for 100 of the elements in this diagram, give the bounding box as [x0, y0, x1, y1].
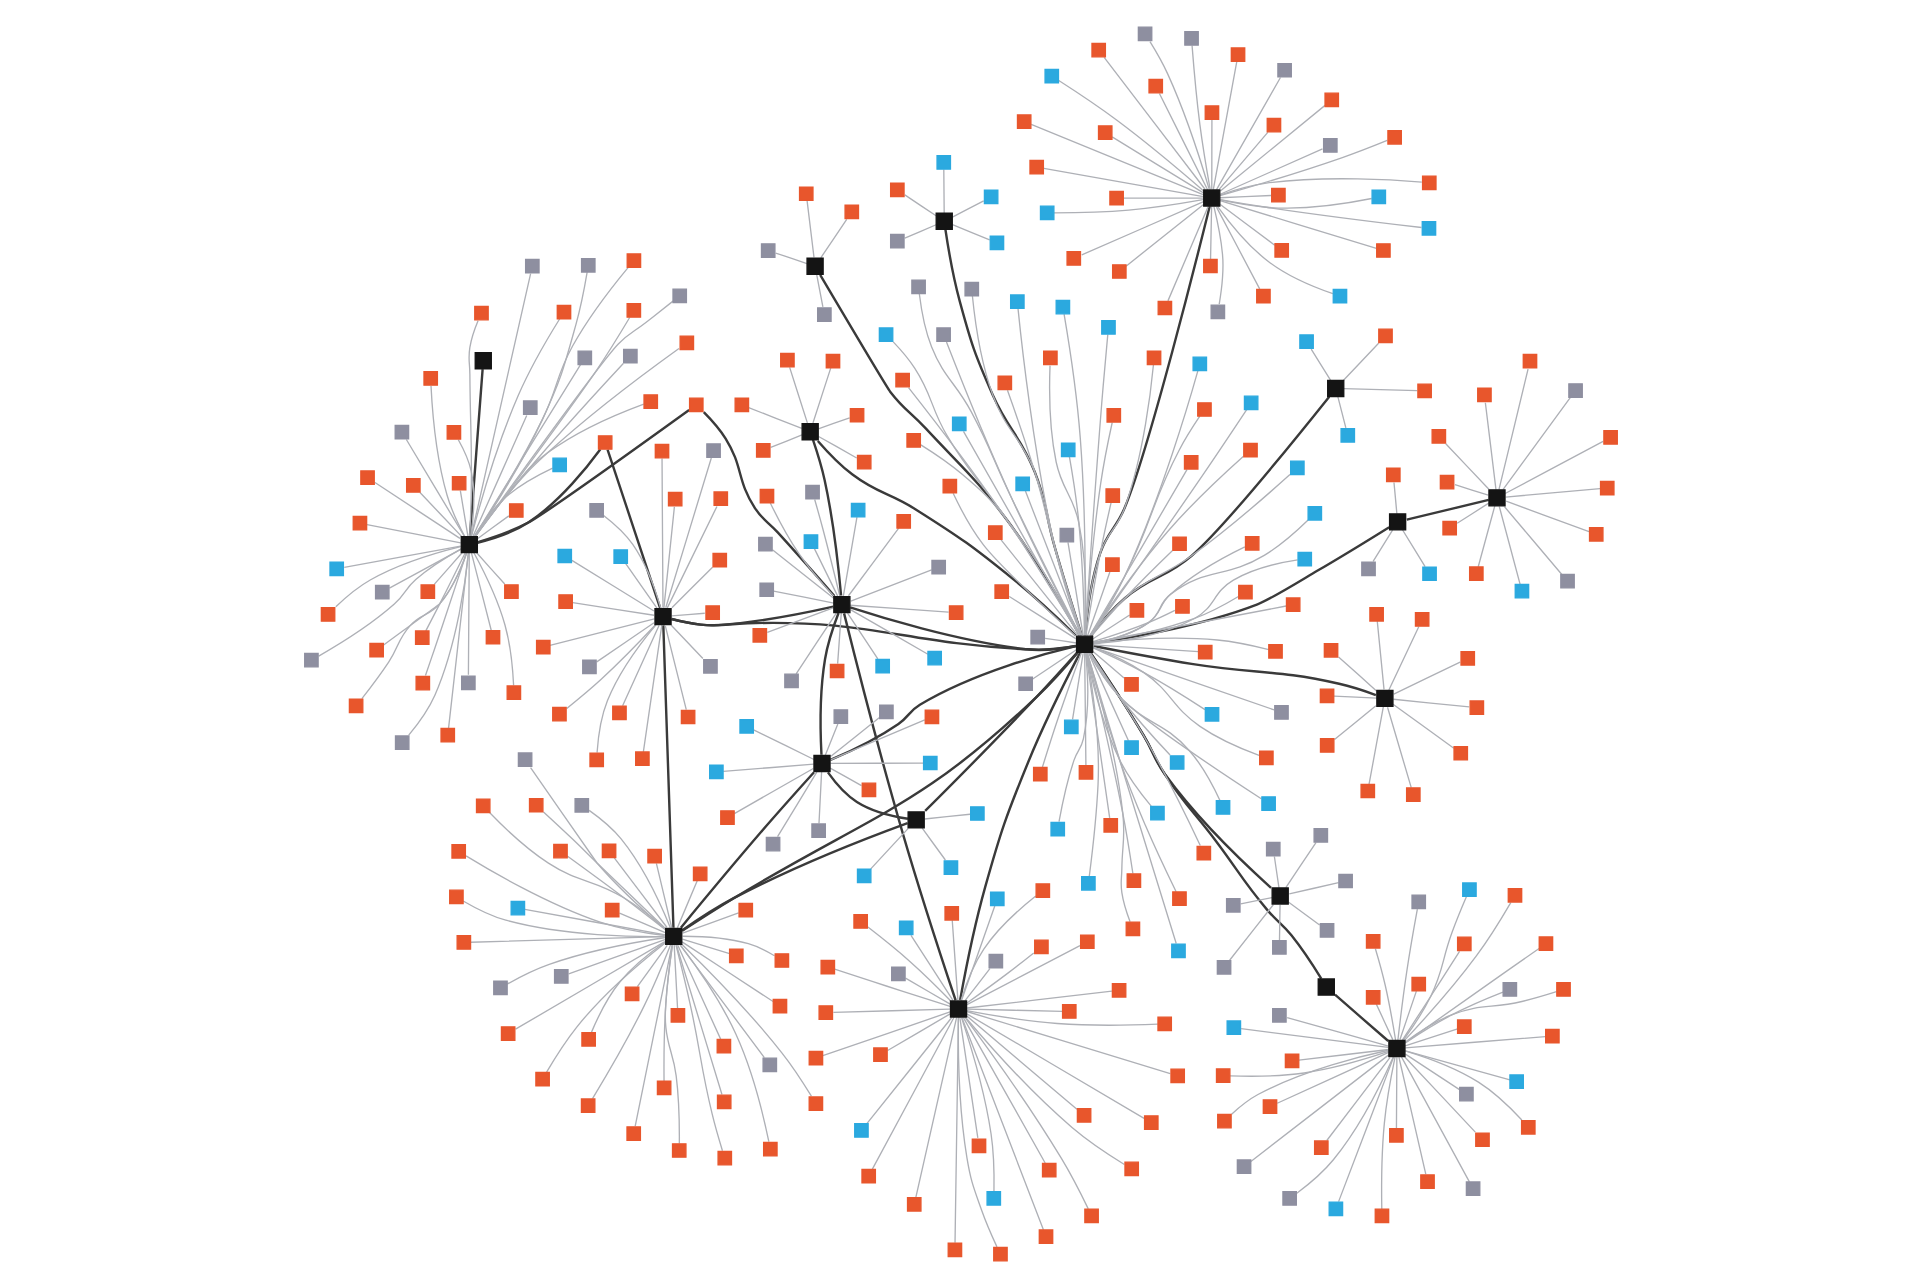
node-box — [373, 584, 389, 600]
node-box — [419, 584, 435, 599]
connector — [665, 505, 717, 609]
connector — [473, 347, 679, 538]
connector — [1091, 519, 1308, 644]
connector — [1336, 1056, 1394, 1203]
connector — [1455, 502, 1489, 524]
node-box — [1321, 138, 1337, 153]
connector — [841, 516, 857, 597]
node-box — [1062, 719, 1078, 735]
connector — [1216, 205, 1333, 295]
node-box — [1421, 566, 1436, 582]
connector — [1380, 1056, 1395, 1210]
node-box — [1214, 800, 1230, 815]
connector — [818, 612, 839, 755]
connector — [1309, 348, 1331, 381]
node-box — [588, 752, 604, 768]
node-box — [905, 433, 921, 448]
node-box — [1420, 175, 1436, 191]
node-box — [1156, 1016, 1172, 1032]
node-box — [1203, 105, 1219, 120]
connector — [1229, 1049, 1389, 1115]
node-box — [715, 1038, 731, 1054]
node-box — [625, 253, 641, 268]
node-box — [1080, 875, 1095, 891]
node-box — [853, 1123, 868, 1138]
connector — [1091, 646, 1259, 757]
node-box — [996, 375, 1012, 391]
node-box — [906, 811, 924, 829]
node-box — [1182, 454, 1198, 470]
node-box — [1386, 129, 1401, 145]
connector — [1333, 993, 1389, 1042]
node-box — [552, 843, 567, 859]
connector — [473, 316, 630, 538]
connector — [1210, 118, 1212, 190]
node-box — [503, 584, 518, 599]
node-box — [1196, 402, 1211, 417]
node-box — [1009, 294, 1024, 310]
connector — [1091, 559, 1298, 645]
connector — [466, 552, 469, 676]
node-box — [1108, 190, 1123, 206]
connector — [674, 944, 723, 1152]
connector — [1212, 206, 1223, 305]
connector — [528, 766, 665, 930]
node-box — [1410, 894, 1426, 910]
connector — [832, 968, 950, 1007]
node-box — [1145, 350, 1161, 366]
node-box — [946, 1242, 962, 1258]
connector — [469, 552, 491, 632]
node-box — [499, 1026, 515, 1041]
connector — [523, 908, 666, 936]
connector — [1084, 652, 1151, 807]
connector — [866, 926, 951, 1002]
connector — [1091, 644, 1199, 653]
connector — [816, 417, 850, 430]
node-box — [1306, 505, 1322, 521]
node-box — [817, 1005, 833, 1020]
node-box — [1074, 635, 1093, 653]
node-box — [1059, 442, 1075, 458]
connector — [670, 612, 705, 617]
node-box — [653, 607, 671, 626]
node-box — [1537, 936, 1553, 951]
connector — [909, 934, 953, 1001]
connector — [794, 612, 837, 675]
connector — [1504, 500, 1589, 533]
connector — [1087, 652, 1220, 801]
node-box — [1459, 651, 1475, 666]
node-box — [1364, 933, 1380, 949]
connector — [732, 767, 813, 815]
node-box — [848, 407, 864, 423]
connector — [1399, 1056, 1470, 1183]
connector — [1227, 904, 1273, 961]
node-box — [450, 844, 466, 859]
node-box — [473, 305, 488, 321]
node-box — [1458, 1086, 1473, 1102]
node-box — [1077, 765, 1093, 780]
node-box — [737, 902, 753, 918]
node-box — [1040, 1162, 1056, 1178]
connector — [848, 606, 1076, 652]
connector — [373, 481, 460, 540]
node-box — [1567, 383, 1582, 398]
node-box — [1034, 883, 1050, 898]
node-box — [910, 279, 925, 295]
node-box — [1100, 320, 1115, 335]
connector — [633, 944, 672, 1127]
node-box — [1265, 117, 1281, 133]
node-box — [1028, 159, 1044, 175]
node-box — [704, 605, 719, 620]
node-box — [414, 675, 430, 691]
node-box — [459, 535, 478, 554]
connector — [828, 645, 1076, 762]
connector — [471, 414, 527, 538]
connector — [429, 385, 465, 538]
node-box — [351, 515, 367, 531]
connector — [1088, 395, 1330, 637]
node-box — [1284, 597, 1300, 613]
connector — [1218, 194, 1271, 199]
connector — [617, 912, 665, 934]
node-box — [1384, 467, 1400, 483]
connector — [1092, 644, 1376, 697]
